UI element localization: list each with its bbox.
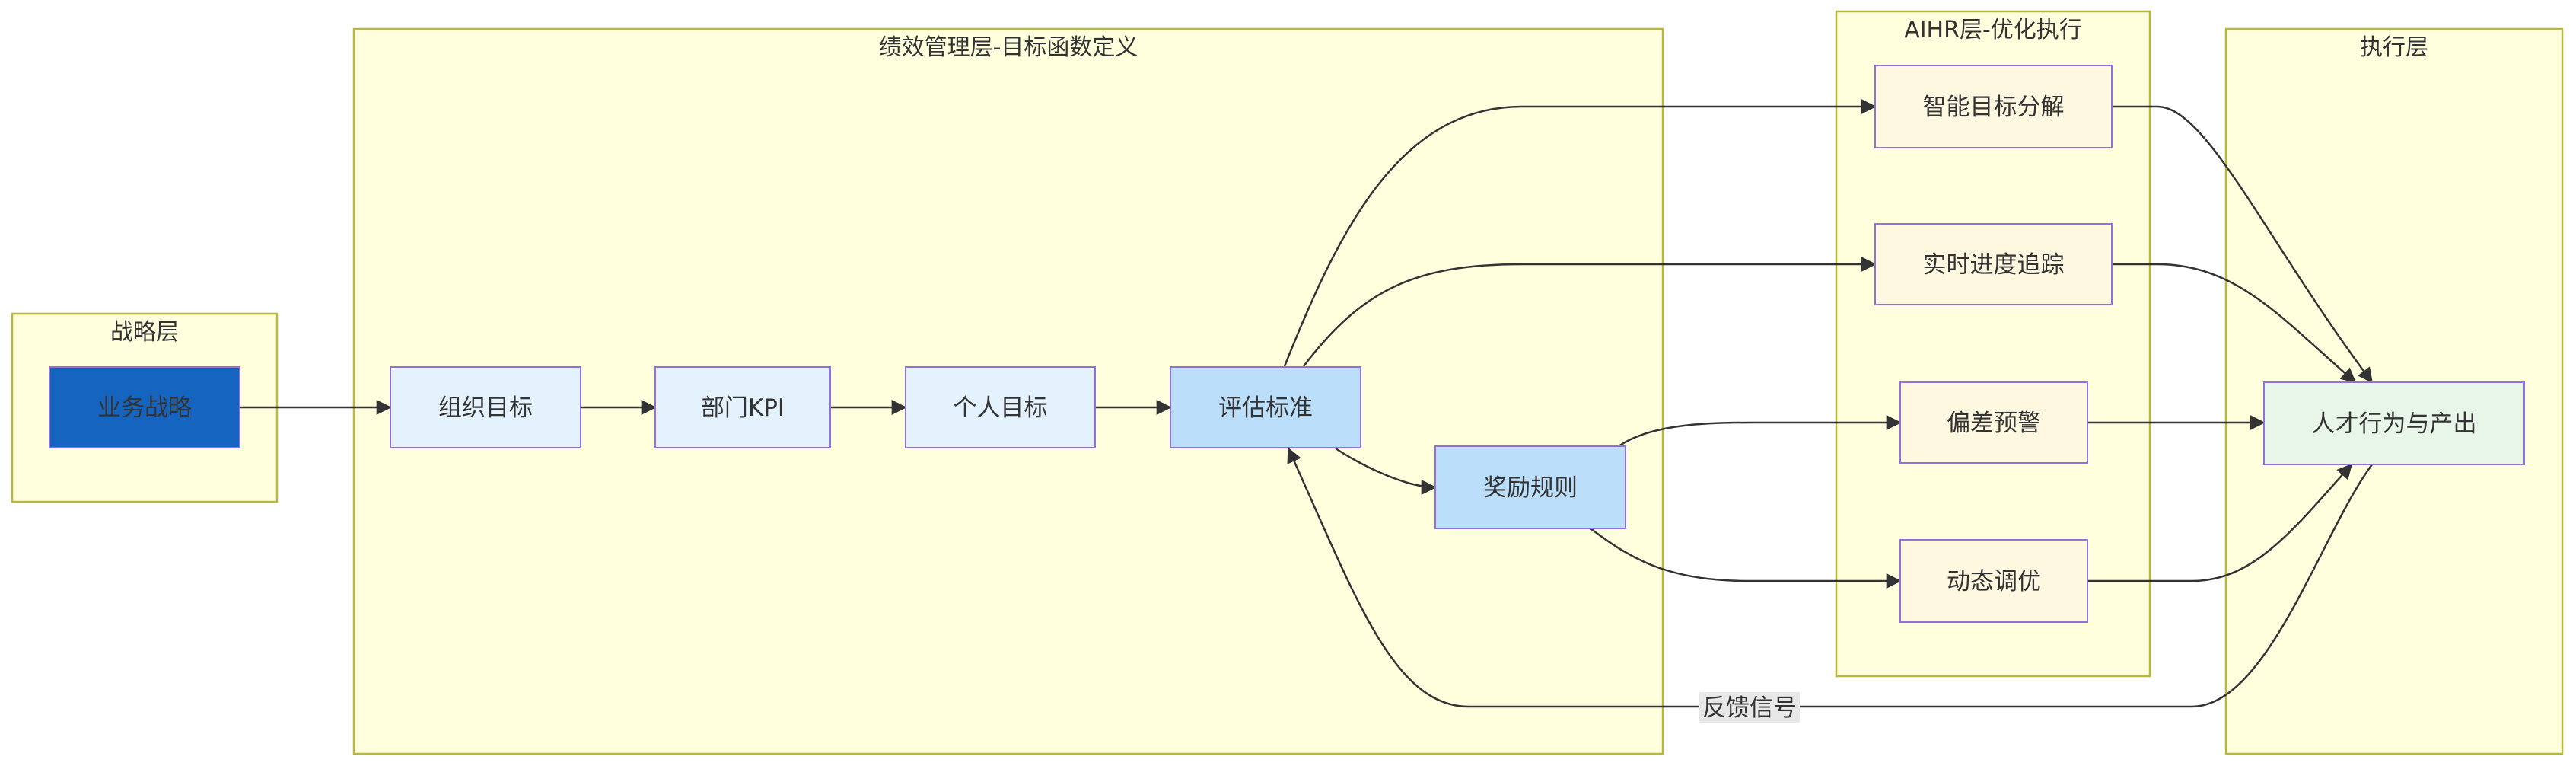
node-talent-output: 人才行为与产出	[2263, 381, 2525, 465]
edge-progress-tracking-to-talent-output	[2112, 263, 2357, 384]
node-talent-output-box	[2263, 381, 2525, 465]
node-reward-rules-label: 奖励规则	[1483, 474, 1578, 502]
node-dept-kpi-box	[654, 366, 831, 448]
node-dynamic-tuning-box	[1899, 539, 2088, 623]
node-goal-decomp: 智能目标分解	[1874, 65, 2113, 148]
cluster-execution-label: 执行层	[2360, 34, 2428, 61]
node-goal-decomp-label: 智能目标分解	[1923, 94, 2065, 121]
node-personal-goal: 个人目标	[905, 366, 1096, 448]
node-progress-tracking: 实时进度追踪	[1874, 223, 2113, 305]
node-reward-rules: 奖励规则	[1434, 445, 1626, 529]
node-progress-tracking-label: 实时进度追踪	[1923, 251, 2065, 279]
edge-goal-decomp-to-talent-output	[2112, 105, 2374, 384]
node-eval-standard: 评估标准	[1170, 366, 1361, 448]
edges	[240, 99, 2374, 708]
edge-eval-standard-to-goal-decomp	[1283, 99, 1877, 367]
node-deviation-alert-box	[1899, 381, 2088, 464]
node-business-strategy: 业务战略	[49, 366, 240, 448]
cluster-performance-label: 绩效管理层-目标函数定义	[879, 34, 1138, 61]
edge-dynamic-tuning-to-talent-output	[2087, 463, 2353, 582]
node-dept-kpi-label: 部门KPI	[701, 394, 785, 422]
node-org-goal-box	[390, 366, 581, 448]
node-personal-goal-box	[905, 366, 1096, 448]
cluster-strategy-label: 战略层	[110, 319, 179, 346]
node-dynamic-tuning: 动态调优	[1899, 539, 2088, 623]
node-talent-output-label: 人才行为与产出	[2312, 410, 2477, 438]
node-eval-standard-box	[1170, 366, 1361, 448]
node-progress-tracking-box	[1874, 223, 2113, 305]
edge-label-feedback-text: 反馈信号	[1702, 694, 1797, 722]
node-dept-kpi: 部门KPI	[654, 366, 831, 448]
cluster-aihr-label: AIHR层-优化执行	[1904, 17, 2082, 43]
node-deviation-alert: 偏差预警	[1899, 381, 2088, 464]
node-eval-standard-label: 评估标准	[1218, 394, 1313, 422]
node-business-strategy-label: 业务战略	[97, 394, 192, 422]
edge-label-feedback: 反馈信号	[1699, 692, 1800, 723]
node-org-goal-label: 组织目标	[438, 394, 533, 422]
edge-reward-rules-to-deviation-alert	[1618, 415, 1902, 448]
node-dynamic-tuning-label: 动态调优	[1947, 568, 2041, 595]
edge-reward-rules-to-dynamic-tuning	[1590, 528, 1902, 589]
edge-eval-standard-to-reward-rules	[1335, 447, 1437, 495]
node-goal-decomp-box	[1874, 65, 2113, 148]
node-reward-rules-box	[1434, 445, 1626, 529]
node-personal-goal-label: 个人目标	[954, 394, 1048, 422]
edge-feedback-talent-to-eval-standard	[1287, 447, 2374, 708]
edge-eval-standard-to-progress-tracking	[1303, 257, 1877, 367]
node-business-strategy-box	[49, 366, 240, 448]
node-deviation-alert-label: 偏差预警	[1947, 410, 2041, 437]
node-org-goal: 组织目标	[390, 366, 581, 448]
